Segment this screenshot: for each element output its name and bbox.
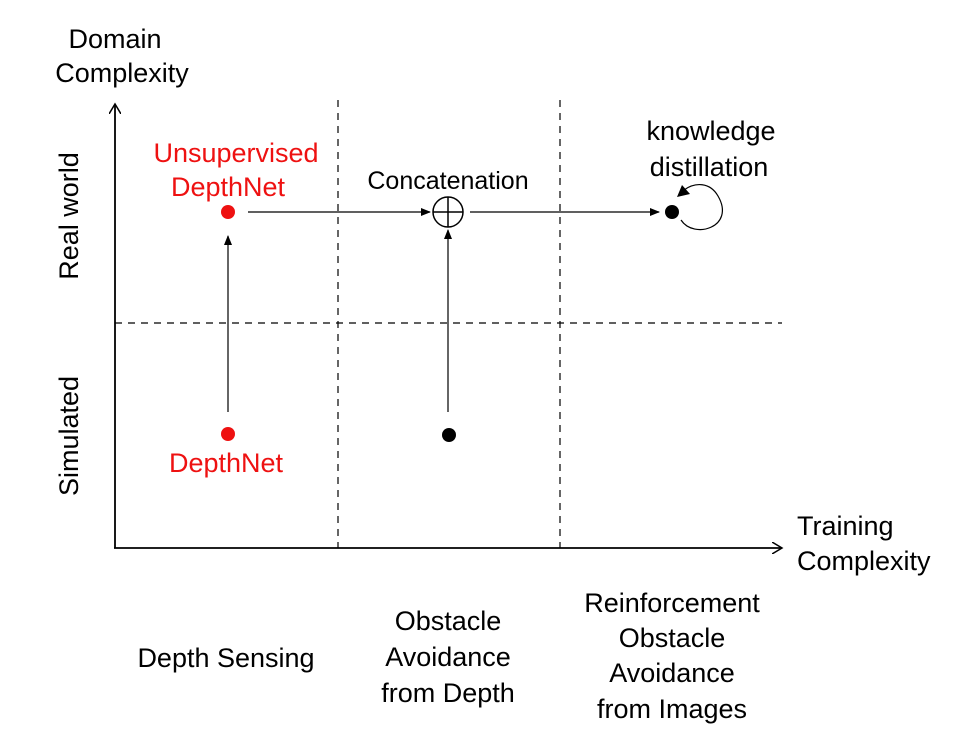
unsupervised-depthnet-label-line1: Unsupervised [153,138,318,168]
knowledge-distillation-label-line1: knowledge [646,116,775,146]
node-rl-obstacle-avoidance [665,205,679,219]
row-label-simulated: Simulated [54,376,84,496]
x-axis-label-line1: Training [797,511,894,541]
column-label-depth-sensing: Depth Sensing [137,643,314,673]
knowledge-distillation-arrowhead [677,185,690,197]
knowledge-distillation-loop [680,184,723,231]
y-axis-label-line1: Domain [68,24,161,54]
column-label-rl-line2: Obstacle [619,623,726,653]
unsupervised-depthnet-label-line2: DepthNet [171,172,286,202]
y-axis-label-line2: Complexity [55,58,189,88]
node-sim-obstacle-avoidance [442,428,456,442]
node-unsupervised-depthnet [221,205,235,219]
column-label-obstacle-avoidance-line3: from Depth [381,678,515,708]
node-depthnet [221,427,235,441]
column-label-obstacle-avoidance-line2: Avoidance [385,642,511,672]
column-label-rl-line1: Reinforcement [584,588,760,618]
row-label-real-world: Real world [54,152,84,280]
x-axis-label-line2: Complexity [797,546,931,576]
column-label-rl-line4: from Images [597,694,747,724]
concatenation-label: Concatenation [367,167,528,195]
concatenation-oplus-icon [432,196,464,228]
column-label-obstacle-avoidance-line1: Obstacle [395,606,502,636]
column-label-rl-line3: Avoidance [609,658,735,688]
depthnet-label: DepthNet [169,448,284,478]
knowledge-distillation-label-line2: distillation [650,152,769,182]
